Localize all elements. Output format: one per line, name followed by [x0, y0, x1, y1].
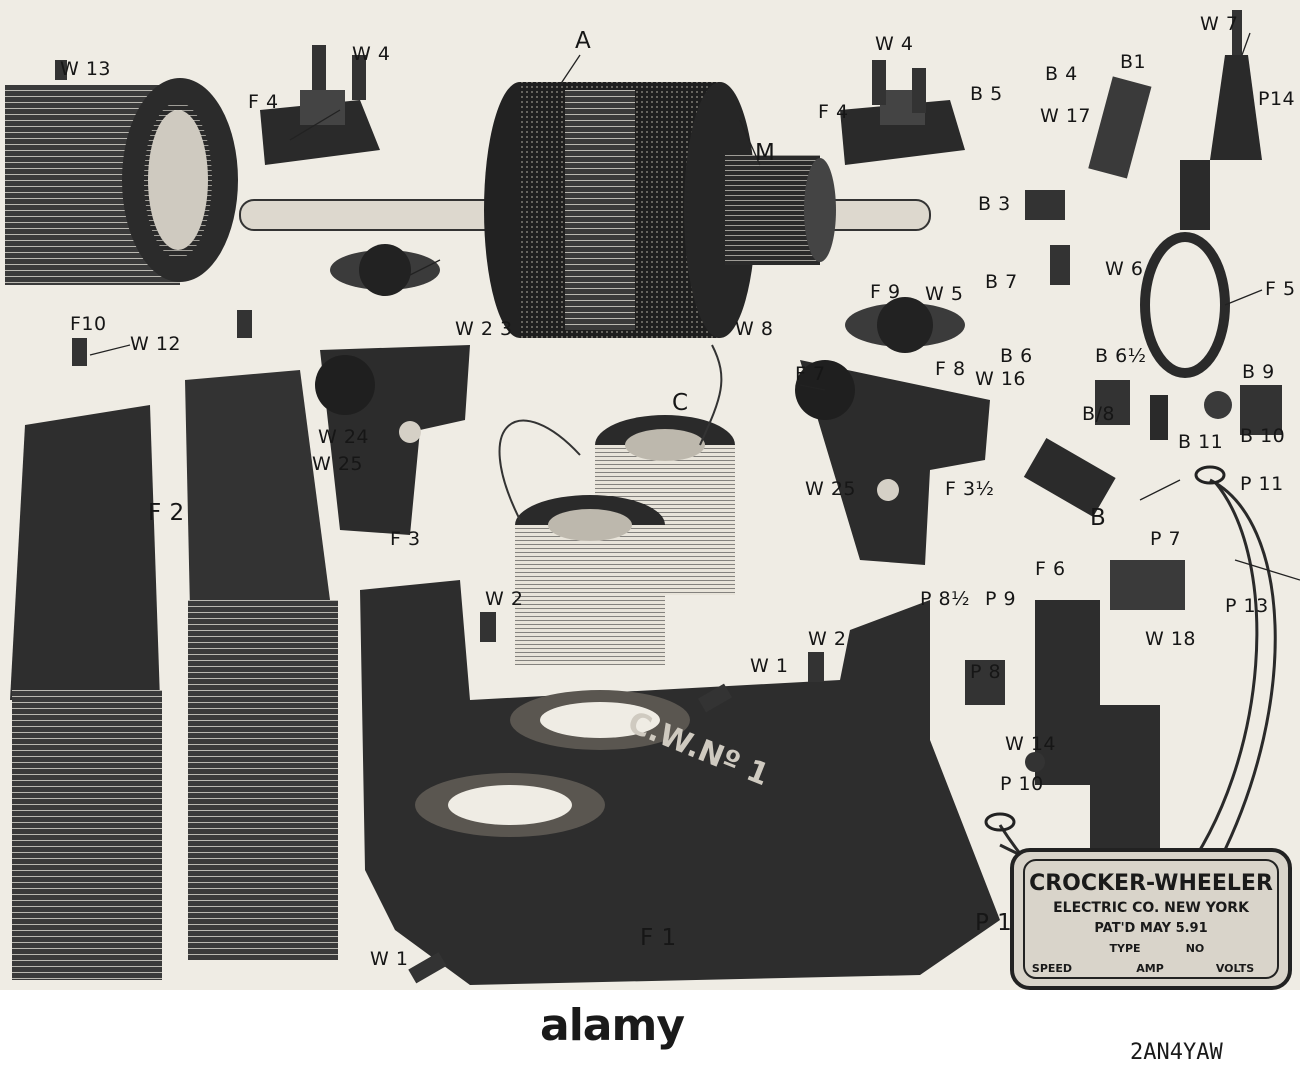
- label-w25-left: W 25: [312, 453, 363, 475]
- label-f5: F 5: [1265, 278, 1296, 300]
- label-w16: W 16: [975, 368, 1026, 390]
- diagram-plate: C.W.Nº 1: [0, 0, 1300, 990]
- label-b8: B/8: [1082, 403, 1115, 425]
- label-a: A: [575, 28, 591, 54]
- label-b7: B 7: [985, 271, 1018, 293]
- part-f2-pole-left: [10, 405, 162, 980]
- part-f1-base: C.W.Nº 1: [360, 580, 1000, 985]
- part-f3-holder: [315, 345, 470, 535]
- part-f2-pole-right: [185, 370, 338, 960]
- part-labels: W 13 W 4 A W 4 W 7 B1 B 4 B 5 W 17 P14 F…: [60, 13, 1296, 970]
- label-w13: W 13: [60, 58, 111, 80]
- label-c: C: [672, 390, 689, 416]
- nameplate-type: TYPE: [1109, 942, 1140, 955]
- watermark-logo: alamy: [540, 1000, 685, 1051]
- label-w6: W 6: [1105, 258, 1143, 280]
- label-w12: W 12: [130, 333, 181, 355]
- label-b6: B 6: [1000, 345, 1033, 367]
- label-p14: P14: [1258, 88, 1295, 110]
- label-f7: F 7: [795, 363, 826, 385]
- nameplate-line1: CROCKER-WHEELER: [1029, 871, 1273, 896]
- nameplate-line3: PAT'D MAY 5.91: [1094, 921, 1207, 936]
- screws: [55, 60, 1045, 984]
- label-b: B: [1090, 505, 1106, 531]
- part-f6-terminal-board: [965, 560, 1185, 900]
- label-w1-bottom: W 1: [370, 948, 408, 970]
- label-w2-left: W 2: [485, 588, 523, 610]
- label-f8: F 8: [935, 358, 966, 380]
- label-f9: F 9: [870, 281, 901, 303]
- label-f2: F 2: [148, 500, 185, 526]
- part-f5-ring: [1140, 160, 1230, 378]
- label-f4-left: F 4: [248, 91, 279, 113]
- label-w17: W 17: [1040, 105, 1091, 127]
- part-f3-half-holder: [795, 360, 990, 565]
- label-w5: W 5: [925, 283, 963, 305]
- label-p8-half: P 8½: [920, 588, 970, 610]
- leader-lines: [89, 32, 1300, 581]
- label-b9: B 9: [1242, 361, 1275, 383]
- nameplate-volts: VOLTS: [1216, 962, 1254, 975]
- part-b1-brush: [1088, 76, 1152, 179]
- label-w8: W 8: [735, 318, 773, 340]
- label-p10: P 10: [1000, 773, 1044, 795]
- label-w1-top: W 1: [750, 655, 788, 677]
- label-w4-right: W 4: [875, 33, 913, 55]
- label-f1: F 1: [640, 925, 677, 951]
- label-b3: B 3: [978, 193, 1011, 215]
- label-w7: W 7: [1200, 13, 1238, 35]
- label-p7: P 7: [1150, 528, 1181, 550]
- label-p11: P 11: [1240, 473, 1284, 495]
- label-f6: F 6: [1035, 558, 1066, 580]
- label-b11: B 11: [1178, 431, 1223, 453]
- label-b5: B 5: [970, 83, 1003, 105]
- label-b4: B 4: [1045, 63, 1078, 85]
- label-b6-half: B 6½: [1095, 345, 1147, 367]
- label-w2-right: W 2: [808, 628, 846, 650]
- label-f3: F 3: [390, 528, 421, 550]
- label-f3-half: F 3½: [945, 478, 994, 500]
- label-w23: W 2 3: [455, 318, 513, 340]
- label-b10: B 10: [1240, 425, 1285, 447]
- label-p8: P 8: [970, 661, 1001, 683]
- part-p14-handle: [1210, 10, 1262, 160]
- label-w24: W 24: [318, 426, 369, 448]
- part-a-armature: [484, 82, 836, 338]
- part-f10-sleeve: [5, 78, 238, 285]
- nameplate-line2: ELECTRIC CO. NEW YORK: [1053, 900, 1250, 916]
- label-w4-left: W 4: [352, 43, 390, 65]
- watermark-footer: [0, 990, 1300, 1078]
- label-f10: F10: [70, 313, 107, 335]
- label-w25-right: W 25: [805, 478, 856, 500]
- label-m: M: [755, 140, 775, 166]
- part-b-rigging: [1023, 380, 1282, 517]
- label-p1: P 1: [975, 910, 1012, 936]
- watermark-image-id: 2AN4YAW: [1130, 1040, 1223, 1065]
- label-b1: B1: [1120, 51, 1146, 73]
- label-f4-right: F 4: [818, 101, 849, 123]
- part-w23-fitting: [330, 244, 440, 296]
- part-f4-cap-left: [260, 45, 380, 165]
- part-p1-nameplate: CROCKER-WHEELER ELECTRIC CO. NEW YORK PA…: [1010, 848, 1292, 990]
- label-p9: P 9: [985, 588, 1016, 610]
- nameplate-no: NO: [1186, 942, 1205, 955]
- nameplate-amp: AMP: [1136, 962, 1164, 975]
- part-c-field-coils: [498, 344, 735, 665]
- part-f9-fitting: [845, 297, 965, 353]
- exploded-parts-diagram: C.W.Nº 1: [5, 10, 1300, 990]
- label-w14: W 14: [1005, 733, 1056, 755]
- part-b3-clamp: [1025, 190, 1070, 285]
- nameplate-speed: SPEED: [1032, 962, 1072, 975]
- label-p13: P 13: [1225, 595, 1269, 617]
- part-f4-cap-right: [840, 60, 965, 165]
- label-w18: W 18: [1145, 628, 1196, 650]
